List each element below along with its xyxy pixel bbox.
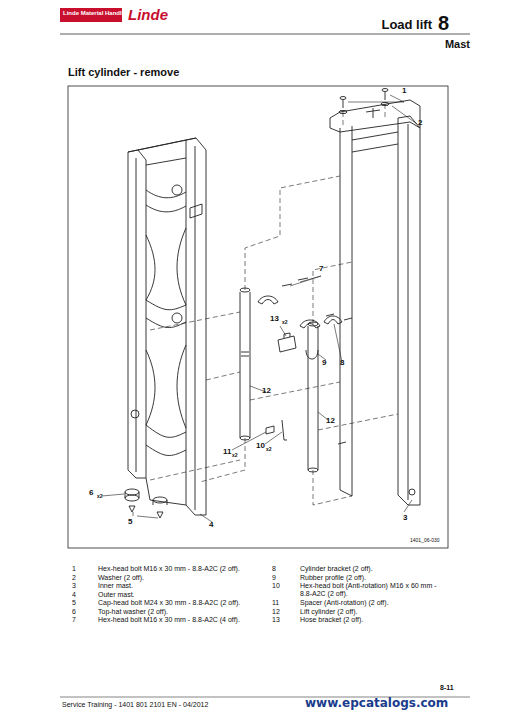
parts-list-text: Washer (2 off). (98, 574, 144, 582)
footer-text: 8-11 (440, 684, 454, 692)
header-text: Linde Material Handling (63, 10, 131, 17)
figure-frame (68, 86, 448, 548)
parts-list-text: Rubber profile (2 off). (300, 574, 450, 582)
parts-list-number: 1 (72, 565, 76, 573)
parts-list-text: Top-hat washer (2 off). (98, 608, 168, 616)
parts-list-text: Cap-head bolt M24 x 30 mm - 8.8-A2C (2 o… (98, 599, 240, 607)
parts-list-text: Hex-head bolt M16 x 30 mm - 8.8-A2C (4 o… (98, 616, 240, 624)
figure-title: Lift cylinder - remove (68, 66, 179, 79)
mast-drawing (125, 89, 420, 519)
parts-list-number: 2 (72, 574, 76, 582)
parts-list-text: Cylinder bracket (2 off). (300, 565, 450, 573)
parts-list-number: 6 (72, 608, 76, 616)
parts-list-number: 4 (72, 591, 76, 599)
footer-text: Service Training - 1401 801 2101 EN - 04… (62, 701, 208, 709)
assembly-lines (150, 104, 398, 505)
parts-list-number: 12 (272, 608, 280, 616)
callout-number: 10 (256, 441, 265, 450)
parts-list-number: 5 (72, 599, 76, 607)
header-text: Linde (128, 6, 168, 23)
parts-list-number: 10 (272, 582, 280, 590)
parts-list-number: 9 (272, 574, 276, 582)
footer-text: www.epcatalogs.com (305, 697, 448, 711)
parts-list-text: Spacer (Anti-rotation) (2 off). (300, 599, 450, 607)
parts-list-number: 11 (272, 599, 279, 607)
callout-number: x2 (266, 447, 272, 453)
callout-number: x2 (97, 494, 103, 500)
callout-number: 13 (270, 314, 279, 323)
parts-list-number: 3 (72, 582, 76, 590)
callout-number: 2 (418, 118, 422, 127)
callout-number: 8 (340, 358, 344, 367)
callout-number: 6 (89, 488, 93, 497)
parts-list-text: Hose bracket (2 off). (300, 616, 450, 624)
callout-number: 12 (326, 416, 335, 425)
callout-number: 1401_06-030 (410, 538, 439, 544)
parts-list-text: Lift cylinder (2 off). (300, 608, 450, 616)
callout-number: x2 (282, 320, 288, 326)
header-text: Mast (445, 38, 470, 51)
header-text: 8 (438, 12, 449, 35)
callout-number: 11 (223, 447, 231, 456)
callout-number: 1 (402, 86, 406, 95)
leader-lines (102, 95, 417, 522)
parts-list-text: Hex-head bolt (Anti-rotation) M16 x 60 m… (300, 582, 450, 598)
callout-number: 4 (209, 520, 213, 529)
parts-list-text: Inner mast. (98, 582, 133, 590)
callout-number: x2 (232, 453, 238, 459)
callout-number: 12 (262, 386, 271, 395)
parts-list-number: 13 (272, 616, 280, 624)
parts-list-text: Hex-head bolt M16 x 30 mm - 8.8-A2C (2 o… (98, 565, 240, 573)
callout-number: 9 (322, 358, 326, 367)
callout-number: 7 (319, 264, 323, 273)
header-rule (60, 34, 470, 35)
parts-list-number: 7 (72, 616, 76, 624)
parts-list-text: Outer mast. (98, 591, 135, 599)
callout-number: 5 (128, 517, 132, 526)
callout-number: 3 (403, 513, 407, 522)
parts-list-number: 8 (272, 565, 276, 573)
header-text: Load lift (381, 18, 432, 33)
